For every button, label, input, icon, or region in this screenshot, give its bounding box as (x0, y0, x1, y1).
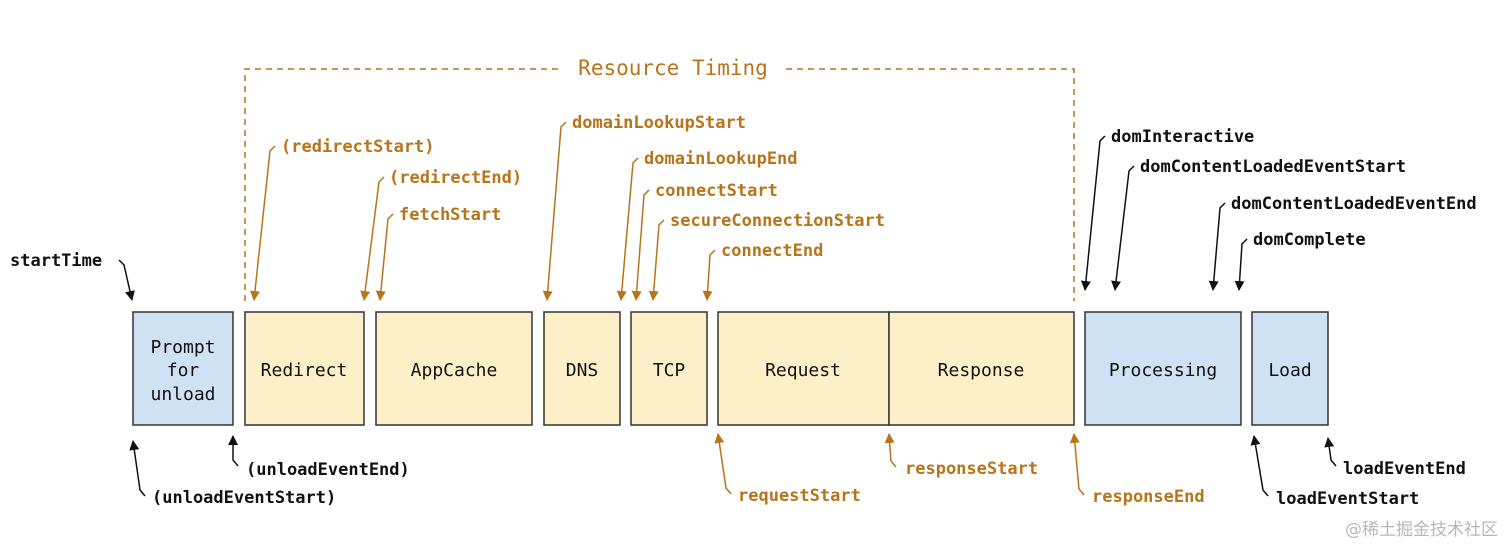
tcp-box-label: TCP (653, 360, 686, 381)
appcache-box (375, 311, 533, 426)
prompt-box-line-2: for (167, 360, 200, 381)
arrow-dom-complete (1234, 238, 1248, 291)
arrow-secure-connection-start (648, 219, 665, 301)
request-box (717, 311, 890, 426)
arrow-dom-content-loaded-event-start (1111, 165, 1135, 291)
arrow-redirect-start (249, 145, 276, 301)
label-dom-content-loaded-event-start: domContentLoadedEventStart (1140, 157, 1406, 177)
arrow-response-end (1069, 433, 1085, 496)
label-response-end: responseEnd (1092, 487, 1205, 507)
watermark-text: @稀土掘金技术社区 (1345, 520, 1498, 540)
processing-box (1084, 311, 1242, 426)
label-redirect-end: (redirectEnd) (389, 168, 522, 188)
label-connect-end: connectEnd (721, 241, 823, 261)
label-dom-content-loaded-event-end: domContentLoadedEventEnd (1231, 194, 1477, 214)
arrow-domain-lookup-start (542, 121, 567, 301)
label-domain-lookup-start: domainLookupStart (572, 113, 746, 133)
label-fetch-start: fetchStart (399, 205, 501, 225)
arrow-connect-end (702, 249, 716, 301)
load-box-label: Load (1268, 360, 1311, 381)
dns-box (543, 311, 621, 426)
arrow-load-event-start (1250, 435, 1269, 497)
arrow-redirect-end (360, 176, 385, 301)
label-response-start: responseStart (905, 459, 1038, 479)
redirect-box (244, 311, 365, 426)
prompt-box-line-1: Prompt (150, 337, 215, 358)
label-unload-event-start: (unloadEventStart) (152, 488, 336, 508)
arrow-dom-interactive (1080, 135, 1106, 291)
label-unload-event-end: (unloadEventEnd) (246, 460, 410, 480)
response-box (888, 311, 1075, 426)
dns-box-label: DNS (566, 360, 599, 381)
label-secure-connection-start: secureConnectionStart (670, 211, 885, 231)
label-dom-complete: domComplete (1253, 230, 1366, 250)
prompt-for-unload-box (132, 311, 234, 426)
label-domain-lookup-end: domainLookupEnd (644, 149, 798, 169)
phase-boxes: Prompt for unload Redirect AppCache DNS … (132, 311, 1329, 426)
label-connect-start: connectStart (655, 181, 778, 201)
arrow-response-start (884, 433, 897, 468)
request-box-label: Request (765, 360, 841, 381)
top-markers: startTime (redirectStart) (redirectEnd) … (10, 113, 1477, 301)
resource-timing-bracket: Resource Timing (244, 56, 1075, 301)
load-box (1251, 311, 1329, 426)
prompt-box-line-3: unload (150, 384, 215, 405)
label-load-event-start: loadEventStart (1276, 489, 1419, 509)
response-box-label: Response (938, 360, 1025, 381)
resource-timing-title: Resource Timing (578, 56, 768, 80)
label-request-start: requestStart (738, 486, 861, 506)
label-start-time: startTime (10, 251, 102, 271)
label-redirect-start: (redirectStart) (281, 137, 435, 157)
arrow-fetch-start (375, 213, 394, 301)
arrow-connect-start (631, 189, 650, 301)
label-dom-interactive: domInteractive (1111, 127, 1254, 147)
arrow-request-start (714, 433, 732, 495)
processing-box-label: Processing (1109, 360, 1217, 381)
appcache-box-label: AppCache (411, 360, 498, 381)
arrow-unload-event-end (228, 435, 239, 467)
arrow-load-event-end (1324, 437, 1337, 467)
tcp-box (630, 311, 708, 426)
redirect-box-label: Redirect (261, 360, 348, 381)
arrow-unload-event-start (129, 440, 146, 497)
arrow-start-time (118, 259, 135, 301)
arrow-domain-lookup-end (616, 157, 639, 301)
bottom-markers: (unloadEventEnd) (unloadEventStart) requ… (129, 433, 1466, 509)
arrow-dom-content-loaded-event-end (1208, 202, 1226, 291)
label-load-event-end: loadEventEnd (1343, 459, 1466, 479)
